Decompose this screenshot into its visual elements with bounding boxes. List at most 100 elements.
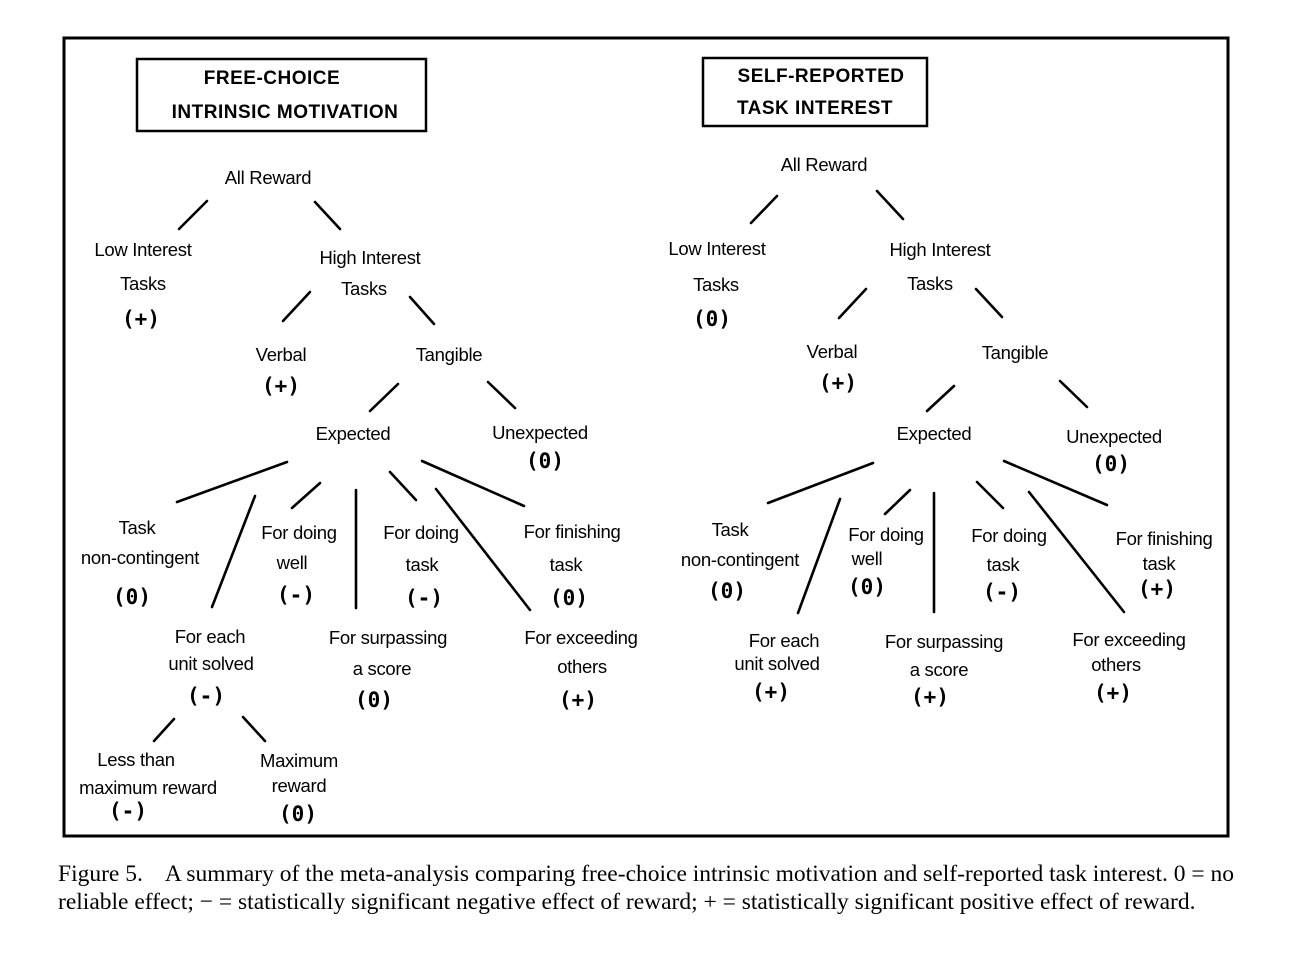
- node-each-unit-line1: For each: [749, 630, 820, 651]
- edge: [749, 194, 779, 225]
- figure-caption: Figure 5.A summary of the meta-analysis …: [58, 860, 1248, 916]
- node-doing-task-line1: For doing: [971, 525, 1046, 546]
- node-high-interest-line2: Tasks: [907, 273, 953, 294]
- node-doing-task-line2: task: [987, 554, 1021, 575]
- node-expected: Expected: [316, 423, 391, 444]
- edge: [434, 487, 532, 612]
- edge: [1027, 490, 1126, 614]
- node-each-unit-line1: For each: [175, 626, 246, 647]
- title-right-line1: SELF-REPORTED: [738, 66, 905, 87]
- edge: [177, 199, 209, 231]
- edge: [883, 488, 912, 516]
- node-exceeding-line1: For exceeding: [1072, 629, 1185, 650]
- edge: [408, 295, 436, 326]
- edge: [368, 382, 400, 413]
- node-all-reward: All Reward: [225, 167, 311, 188]
- edge: [241, 715, 267, 743]
- edge: [875, 189, 905, 221]
- node-task-noncontingent-line1: Task: [712, 519, 750, 540]
- node-surpassing-line2: a score: [353, 658, 412, 679]
- edge: [175, 460, 289, 504]
- title-right-line2: TASK INTEREST: [737, 98, 893, 119]
- node-surpassing-line2: a score: [910, 659, 969, 680]
- node-exceeding-line1: For exceeding: [524, 627, 637, 648]
- edge: [210, 494, 257, 609]
- node-less-than-max-line2: maximum reward: [79, 777, 217, 798]
- node-low-interest-line1: Low Interest: [668, 238, 765, 259]
- node-less-than-max-line1: Less than: [97, 749, 175, 770]
- node-doing-well-line2: well: [276, 552, 308, 573]
- effect-verbal: (+): [819, 371, 857, 395]
- node-verbal: Verbal: [807, 341, 858, 362]
- edge: [975, 480, 1005, 510]
- effect-doing-well: (-): [277, 583, 315, 607]
- node-all-reward: All Reward: [781, 154, 867, 175]
- effect-finishing-task: (0): [550, 586, 588, 610]
- caption-text: A summary of the meta-analysis comparing…: [58, 861, 1234, 915]
- node-each-unit-line2: unit solved: [168, 653, 253, 674]
- effect-each-unit: (-): [187, 684, 225, 708]
- node-max-reward-line2: reward: [272, 775, 327, 796]
- edge: [1002, 459, 1109, 507]
- panel-free-choice: FREE-CHOICE INTRINSIC MOTIVATION All Rew…: [79, 57, 638, 826]
- effect-low-interest: (+): [122, 307, 160, 331]
- effect-less-than-max: (-): [109, 799, 147, 823]
- effect-surpassing: (0): [355, 688, 393, 712]
- node-doing-task-line2: task: [406, 554, 440, 575]
- effect-doing-task: (-): [983, 580, 1021, 604]
- edge: [837, 287, 868, 320]
- node-surpassing-line1: For surpassing: [329, 627, 447, 648]
- node-finishing-task-line2: task: [1143, 553, 1177, 574]
- effect-max-reward: (0): [279, 802, 317, 826]
- node-task-noncontingent-line2: non-contingent: [81, 547, 199, 568]
- effect-task-noncontingent: (0): [708, 579, 746, 603]
- node-task-noncontingent-line2: non-contingent: [681, 549, 799, 570]
- node-each-unit-line2: unit solved: [734, 653, 819, 674]
- effect-exceeding: (+): [559, 688, 597, 712]
- effect-task-noncontingent: (0): [113, 585, 151, 609]
- edge: [766, 461, 875, 505]
- node-low-interest-line1: Low Interest: [94, 239, 191, 260]
- node-high-interest-line1: High Interest: [320, 247, 421, 268]
- node-doing-well-line1: For doing: [261, 522, 336, 543]
- node-finishing-task-line1: For finishing: [1116, 528, 1213, 549]
- node-doing-task-line1: For doing: [383, 522, 458, 543]
- effect-doing-well: (0): [848, 575, 886, 599]
- node-tangible: Tangible: [982, 342, 1049, 363]
- node-surpassing-line1: For surpassing: [885, 631, 1003, 652]
- node-task-noncontingent-line1: Task: [119, 517, 157, 538]
- edge: [313, 200, 342, 231]
- edge: [290, 481, 322, 510]
- title-left-line2: INTRINSIC MOTIVATION: [172, 102, 399, 123]
- title-box-right: [701, 56, 929, 128]
- node-low-interest-line2: Tasks: [120, 273, 166, 294]
- edge: [925, 384, 956, 413]
- node-unexpected: Unexpected: [1066, 426, 1162, 447]
- effect-finishing-task: (+): [1138, 577, 1176, 601]
- edge: [388, 470, 418, 502]
- node-max-reward-line1: Maximum: [260, 750, 338, 771]
- edge: [281, 290, 312, 323]
- panel-self-reported: SELF-REPORTED TASK INTEREST All Reward L…: [668, 56, 1213, 709]
- node-low-interest-line2: Tasks: [693, 274, 739, 295]
- node-exceeding-line2: others: [557, 656, 607, 677]
- node-doing-well-line1: For doing: [848, 524, 923, 545]
- effect-surpassing: (+): [911, 685, 949, 709]
- node-high-interest-line1: High Interest: [890, 239, 991, 260]
- effect-unexpected: (0): [526, 449, 564, 473]
- effect-each-unit: (+): [752, 680, 790, 704]
- node-finishing-task-line2: task: [550, 554, 584, 575]
- node-exceeding-line2: others: [1091, 654, 1141, 675]
- title-left-line1: FREE-CHOICE: [204, 68, 340, 89]
- edge: [1058, 379, 1089, 409]
- effect-exceeding: (+): [1094, 681, 1132, 705]
- effect-low-interest: (0): [693, 307, 731, 331]
- edge: [796, 497, 842, 615]
- edge: [152, 717, 176, 743]
- node-high-interest-line2: Tasks: [341, 278, 387, 299]
- node-tangible: Tangible: [416, 344, 483, 365]
- edge: [486, 380, 517, 410]
- effect-doing-task: (-): [405, 586, 443, 610]
- edge: [420, 459, 526, 508]
- node-unexpected: Unexpected: [492, 422, 588, 443]
